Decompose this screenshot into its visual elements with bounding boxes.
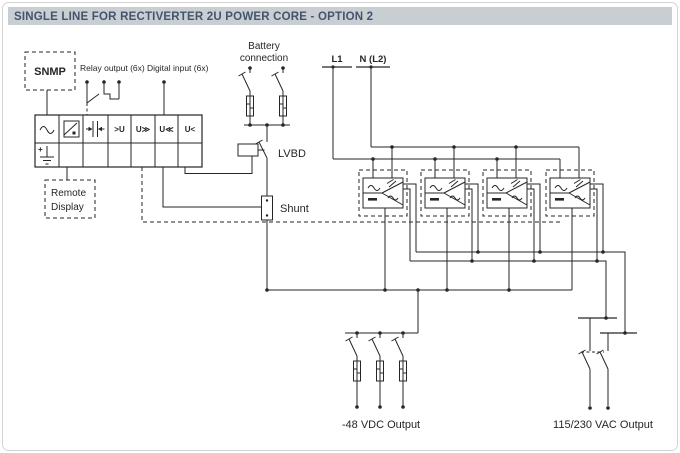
remote-display-box: Remote Display xyxy=(44,167,96,219)
dc-output-label: -48 VDC Output xyxy=(342,419,420,431)
vac-output-label: 115/230 VAC Output xyxy=(553,419,653,431)
cell-undervoltage-label: U< xyxy=(185,125,196,134)
remote-display-label-1: Remote xyxy=(51,188,86,199)
shunt-resistor: Shunt xyxy=(261,195,309,290)
cell-overvoltage-label: >U xyxy=(114,125,125,134)
junction-dots xyxy=(265,145,605,292)
ac-sine-icon xyxy=(39,126,55,134)
relay-output-label: Relay output (6x) xyxy=(80,63,145,73)
battery-label-2: connection xyxy=(240,53,288,64)
digital-input: Digital input (6x) xyxy=(147,63,209,115)
relay-output-contact-icon: Relay output (6x) xyxy=(80,63,145,115)
ac-out-bus-upper xyxy=(416,251,626,333)
lvbd-control-wire xyxy=(184,156,253,174)
ac-input-l1: L1 xyxy=(322,54,560,160)
l1-label: L1 xyxy=(331,54,343,65)
ground-plus-label: + xyxy=(38,145,43,154)
battery-label-1: Battery xyxy=(248,41,280,52)
vac-output-section: 115/230 VAC Output xyxy=(553,316,653,431)
display-icon xyxy=(63,120,80,138)
controller-block: >U U≫ U≪ U< + xyxy=(34,114,203,168)
battery-connection: Battery connection xyxy=(238,41,290,142)
remote-display-label-2: Display xyxy=(51,202,84,213)
page-title: SINGLE LINE FOR RECTIVERTER 2U POWER COR… xyxy=(14,11,373,23)
ac-input-neutral: N (L2) xyxy=(356,54,579,148)
dc-output-section: -48 VDC Output xyxy=(342,290,420,431)
title-bar-background xyxy=(8,7,672,25)
n-l2-label: N (L2) xyxy=(360,54,387,65)
lvbd-label: LVBD xyxy=(278,148,306,160)
filter-icon xyxy=(86,121,105,137)
cell-voltage-high-label: U≫ xyxy=(136,125,150,134)
snmp-label: SNMP xyxy=(34,66,66,78)
ac-out-bus-lower xyxy=(410,260,607,318)
cell-voltage-low-label: U≪ xyxy=(159,125,173,134)
shunt-label: Shunt xyxy=(280,203,309,215)
digital-input-label: Digital input (6x) xyxy=(147,63,209,73)
title-bar: SINGLE LINE FOR RECTIVERTER 2U POWER COR… xyxy=(8,7,672,25)
snmp-box: SNMP xyxy=(24,51,76,115)
shunt-sense-wire xyxy=(162,167,262,208)
lvbd-contactor: LVBD xyxy=(237,139,306,196)
earth-ground-icon: + xyxy=(38,145,54,165)
